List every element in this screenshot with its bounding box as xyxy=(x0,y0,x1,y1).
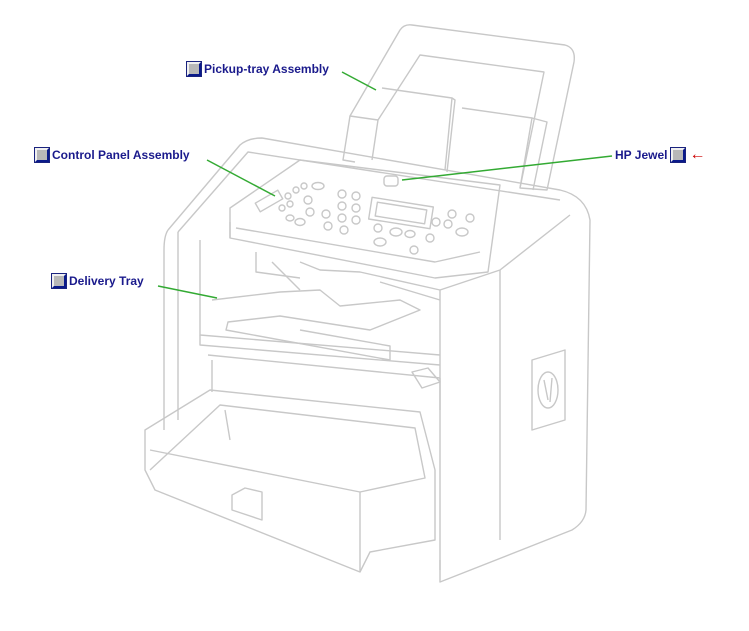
pickup-tray-hotspot-button[interactable] xyxy=(186,61,202,77)
control-panel-hotspot-button[interactable] xyxy=(34,147,50,163)
delivery-tray-drawing xyxy=(211,252,441,361)
pickup-tray-drawing xyxy=(342,24,575,191)
leader-hp-jewel xyxy=(401,155,613,181)
delivery-tray-hotspot-button[interactable] xyxy=(51,273,67,289)
pickup-tray-label[interactable]: Pickup-tray Assembly xyxy=(204,62,329,76)
delivery-tray-label[interactable]: Delivery Tray xyxy=(69,274,144,288)
left-arrow-icon: ← xyxy=(689,146,706,163)
leader-pickup-tray xyxy=(341,71,377,91)
side-hp-logo-drawing xyxy=(531,349,566,431)
callout-hp-jewel[interactable]: HP Jewel ← xyxy=(615,146,706,163)
printer-body-drawing xyxy=(163,137,591,583)
hp-jewel-hotspot-button[interactable] xyxy=(670,147,687,163)
callout-pickup-tray-assembly[interactable]: Pickup-tray Assembly xyxy=(186,61,329,77)
hp-jewel-label[interactable]: HP Jewel xyxy=(615,148,668,162)
leader-delivery-tray xyxy=(157,285,218,299)
leader-control-panel xyxy=(206,159,276,197)
input-tray-drawing xyxy=(144,389,436,573)
callout-control-panel-assembly[interactable]: Control Panel Assembly xyxy=(34,147,190,163)
callout-delivery-tray[interactable]: Delivery Tray xyxy=(51,273,144,289)
control-panel-drawing xyxy=(229,159,501,279)
control-panel-label[interactable]: Control Panel Assembly xyxy=(52,148,190,162)
